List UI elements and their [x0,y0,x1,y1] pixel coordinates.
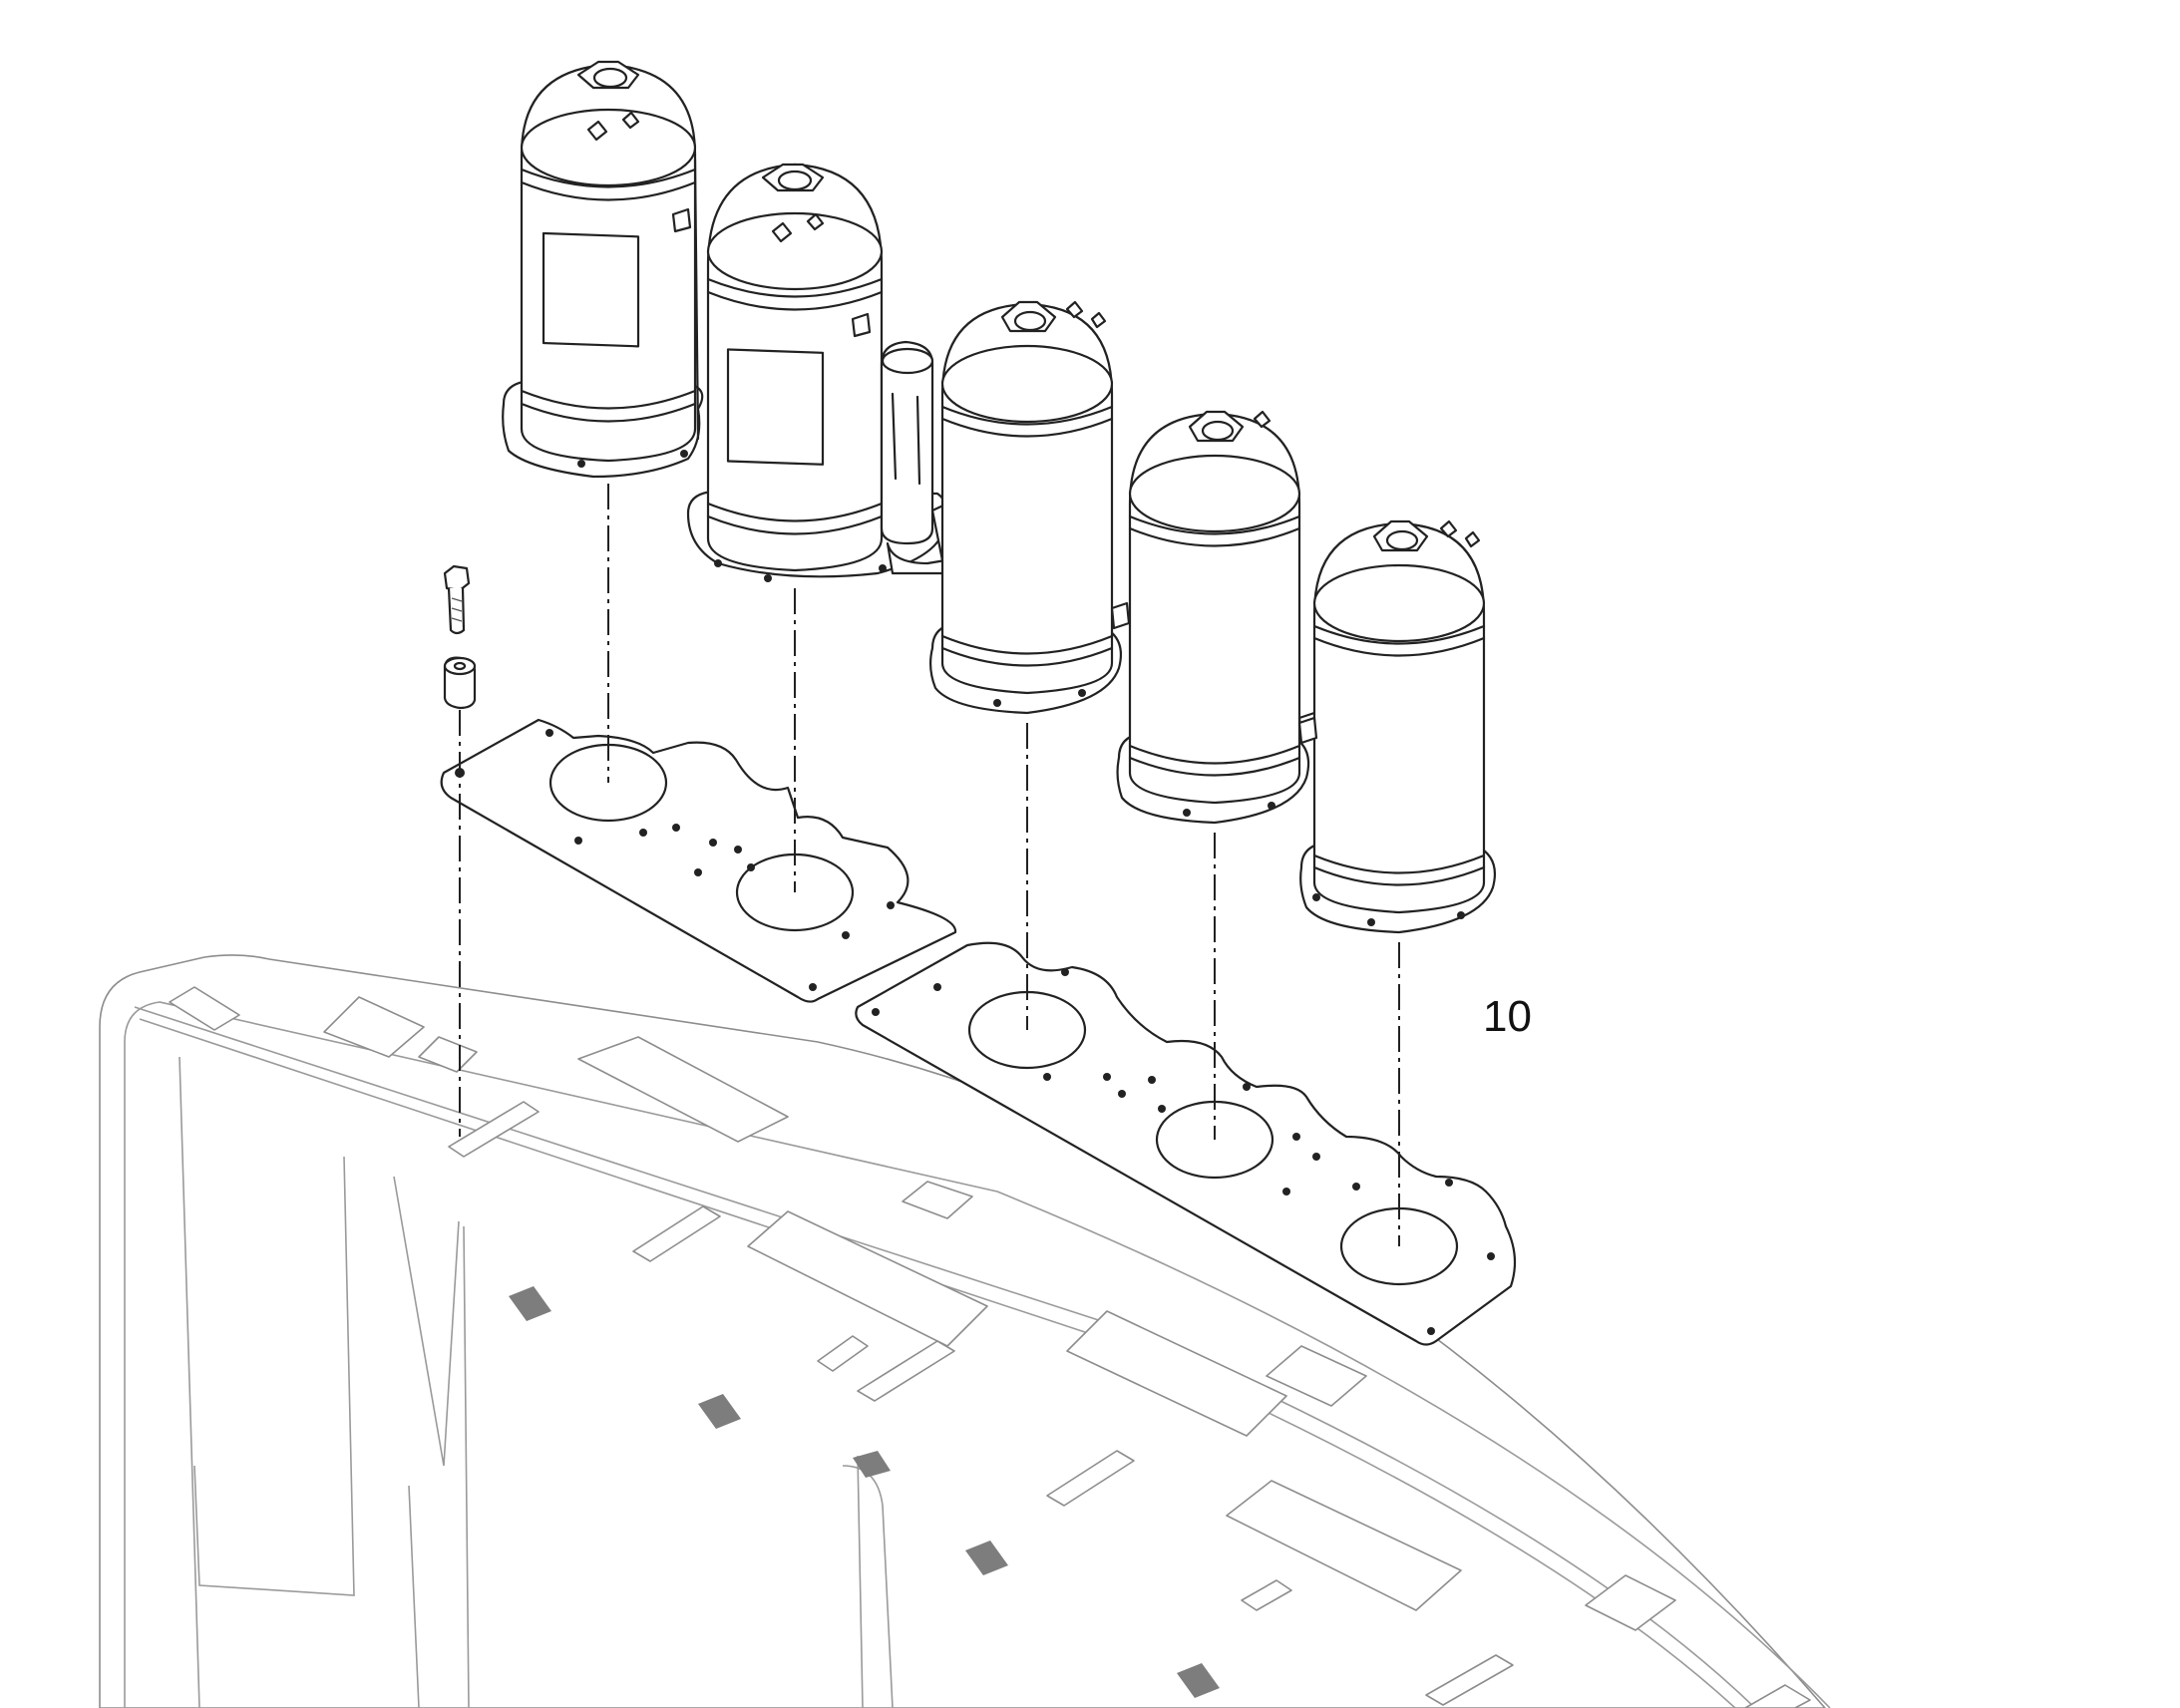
mounting-plate-left [440,718,957,1003]
compressor-3 [928,300,1131,715]
callout-label-10: 10 [1483,992,1532,1041]
compressor-4 [1116,410,1318,825]
unit-frame [99,954,1831,1708]
compressor-5 [1297,519,1497,934]
roof-blocks [169,986,1811,1708]
compressor-1 [502,60,704,479]
louver-grilles [509,1286,1220,1698]
bolt-and-spacer [443,564,477,710]
compressor-2 [686,163,959,582]
alignment-lines [459,484,1400,1246]
